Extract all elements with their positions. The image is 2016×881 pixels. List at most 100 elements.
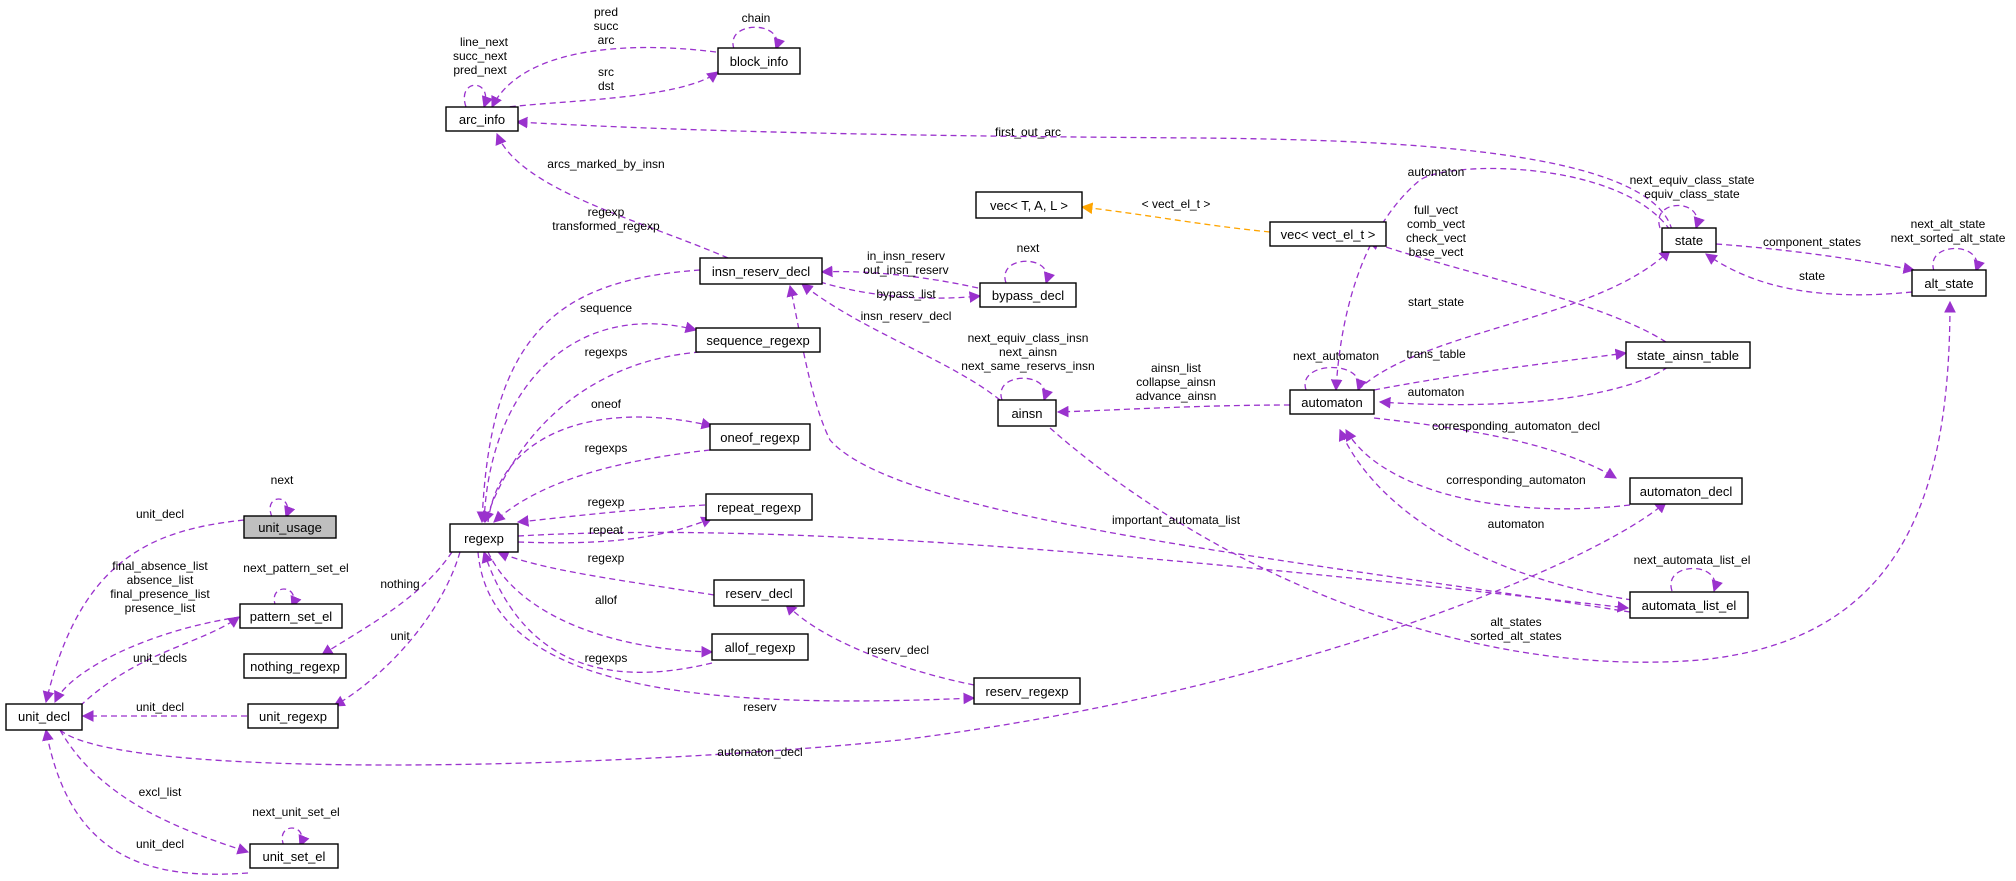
svg-text:reserv_regexp: reserv_regexp — [985, 684, 1068, 699]
node-reserv-decl[interactable]: reserv_decl — [713, 579, 805, 607]
label-final-presence-list: final_presence_list — [110, 587, 210, 601]
label-sorted-alt-states: sorted_alt_states — [1470, 629, 1561, 643]
label-transformed-regexp: transformed_regexp — [552, 219, 660, 233]
node-unit-regexp[interactable]: unit_regexp — [247, 703, 339, 729]
label-regexp: regexp — [588, 205, 625, 219]
edge-unit-decl-from-usage — [42, 519, 245, 704]
node-regexp[interactable]: regexp — [449, 523, 519, 553]
label-arcs-marked-by-insn: arcs_marked_by_insn — [547, 157, 664, 171]
edge-repeat-regexp — [516, 504, 706, 527]
node-unit-set-el[interactable]: unit_set_el — [249, 843, 339, 869]
node-ainsn[interactable]: ainsn — [997, 399, 1057, 427]
node-sequence-regexp[interactable]: sequence_regexp — [695, 327, 821, 353]
edge-vec-template — [1080, 202, 1271, 233]
label-comb-vect: comb_vect — [1407, 217, 1466, 231]
edge-regexp-reservregexp — [477, 551, 976, 705]
label-important-automata-list: important_automata_list — [1112, 513, 1241, 527]
node-unit-decl[interactable]: unit_decl — [5, 703, 83, 731]
node-allof-regexp[interactable]: allof_regexp — [711, 633, 809, 661]
edge-allof-regexp — [481, 550, 713, 673]
label-base-vect: base_vect — [1409, 245, 1464, 259]
svg-text:alt_state: alt_state — [1924, 276, 1973, 291]
node-insn-reserv-decl[interactable]: insn_reserv_decl — [699, 257, 823, 285]
label-ainsn-list: ainsn_list — [1151, 361, 1202, 375]
node-oneof-regexp[interactable]: oneof_regexp — [709, 423, 811, 451]
label-corresponding-automaton-decl: corresponding_automaton_decl — [1432, 419, 1600, 433]
label-allof: allof — [595, 593, 618, 607]
edge-unit-usage-next — [269, 498, 296, 519]
label-succ: succ — [594, 19, 619, 33]
edge-regexp-sequence — [483, 321, 698, 523]
label-pred-next: pred_next — [453, 63, 507, 77]
node-bypass-decl[interactable]: bypass_decl — [979, 282, 1077, 308]
node-state-ainsn-table[interactable]: state_ainsn_table — [1625, 341, 1751, 369]
svg-text:regexp: regexp — [464, 531, 504, 546]
edge-insn-regexp — [476, 269, 701, 524]
svg-text:ainsn: ainsn — [1011, 406, 1042, 421]
svg-text:automata_list_el: automata_list_el — [1642, 598, 1737, 613]
edge-regexp-unit — [332, 551, 461, 707]
edge-unitdecl-to-pattern — [79, 616, 240, 707]
label-next-sorted-alt-state: next_sorted_alt_state — [1891, 231, 2006, 245]
node-reserv-regexp[interactable]: reserv_regexp — [973, 677, 1081, 705]
edge-altstate-self — [1932, 247, 1985, 273]
node-vec-tal[interactable]: vec< T, A, L > — [975, 191, 1083, 219]
label-start-state: start_state — [1408, 295, 1464, 309]
edge-ainsn-self — [1000, 377, 1053, 402]
svg-text:reserv_decl: reserv_decl — [725, 586, 792, 601]
edge-state-altstate — [1715, 243, 1916, 274]
label-nothing: nothing — [380, 577, 419, 591]
edge-automatondecl-automaton — [1345, 428, 1631, 510]
label-excl-list: excl_list — [139, 785, 182, 799]
svg-text:unit_usage: unit_usage — [258, 520, 322, 535]
svg-text:arc_info: arc_info — [459, 112, 505, 127]
node-automaton[interactable]: automaton — [1289, 389, 1375, 415]
edge-blockinfo-chain — [732, 26, 785, 51]
label-src: src — [598, 65, 614, 79]
node-pattern-set-el[interactable]: pattern_set_el — [239, 603, 343, 629]
label-regexps-2: regexps — [585, 441, 628, 455]
edge-automatalistel-automaton — [1338, 428, 1633, 601]
label-out-insn-reserv: out_insn_reserv — [863, 263, 948, 277]
edge-automaton-automatondecl — [1373, 417, 1618, 479]
edge-altstate-state — [1705, 253, 1913, 296]
edge-regexp-oneof — [487, 416, 714, 523]
edge-regexp-automatalistel — [517, 531, 1630, 613]
label-vect-el-t: < vect_el_t > — [1142, 197, 1211, 211]
edge-oneof-regexp — [493, 449, 711, 523]
node-nothing-regexp[interactable]: nothing_regexp — [243, 653, 347, 679]
label-state: state — [1799, 269, 1825, 283]
node-alt-state[interactable]: alt_state — [1911, 269, 1987, 297]
label-automaton-decl: automaton_decl — [717, 745, 802, 759]
edge-labels: next unit_decl final_absence_list absenc… — [110, 5, 2005, 851]
node-arc-info[interactable]: arc_info — [445, 106, 519, 132]
edges — [42, 26, 1985, 875]
svg-text:bypass_decl: bypass_decl — [992, 288, 1064, 303]
edge-regexp-allof — [487, 551, 714, 658]
node-automaton-decl[interactable]: automaton_decl — [1629, 477, 1743, 505]
label-full-vect: full_vect — [1414, 203, 1459, 217]
label-sequence: sequence — [580, 301, 632, 315]
label-next-unit-set-el: next_unit_set_el — [252, 805, 339, 819]
edge-reservregexp-reservdecl — [785, 603, 975, 686]
label-unit: unit — [390, 629, 410, 643]
svg-text:allof_regexp: allof_regexp — [725, 640, 796, 655]
label-final-absence-list: final_absence_list — [112, 559, 208, 573]
nodes: unit_usage unit_decl pattern_set_el noth… — [5, 47, 1987, 869]
node-unit-usage[interactable]: unit_usage — [243, 515, 337, 539]
svg-text:sequence_regexp: sequence_regexp — [706, 333, 809, 348]
node-automata-list-el[interactable]: automata_list_el — [1629, 591, 1749, 619]
node-repeat-regexp[interactable]: repeat_regexp — [705, 493, 813, 521]
label-regexp-2: regexp — [588, 495, 625, 509]
node-block-info[interactable]: block_info — [717, 47, 801, 75]
label-unit-decl-2: unit_decl — [136, 700, 184, 714]
node-vec-vect-el-t[interactable]: vec< vect_el_t > — [1269, 221, 1387, 247]
svg-text:unit_decl: unit_decl — [18, 709, 70, 724]
node-state[interactable]: state — [1661, 227, 1717, 253]
label-regexps-1: regexps — [585, 345, 628, 359]
svg-text:unit_set_el: unit_set_el — [263, 849, 326, 864]
edge-unitdecl-to-unitset — [59, 729, 250, 855]
label-reserv-decl: reserv_decl — [867, 643, 929, 657]
